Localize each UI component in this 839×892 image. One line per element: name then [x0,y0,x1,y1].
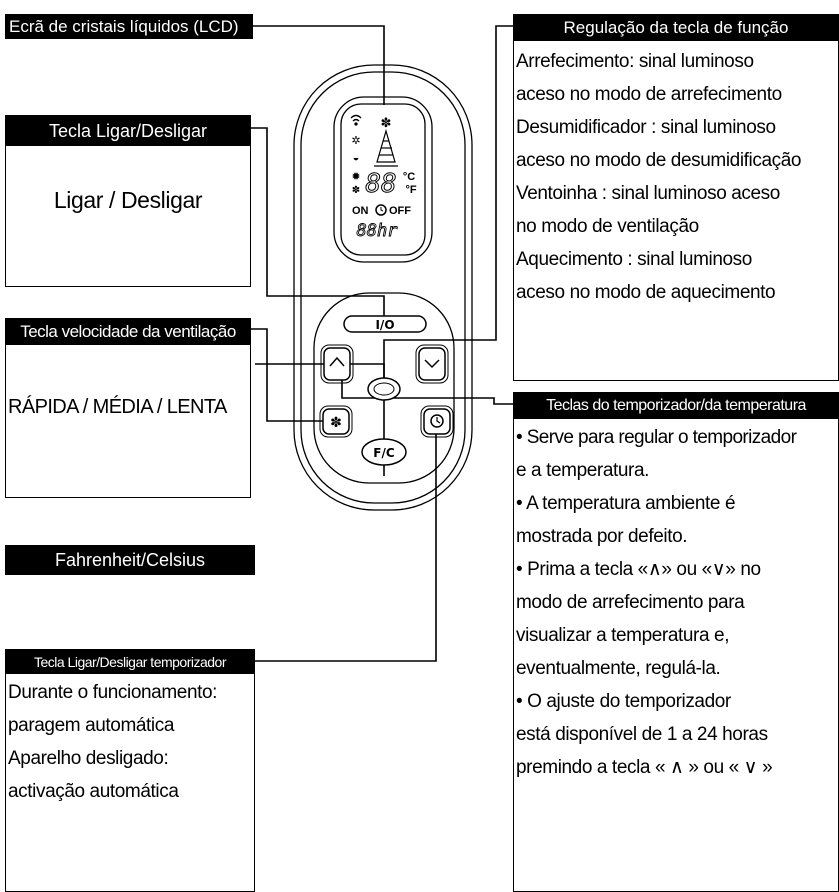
function-line: Arrefecimento: sinal luminoso [516,51,754,72]
function-button[interactable] [367,377,401,401]
lcd-off-label: OFF [389,205,411,217]
function-line: aceso no modo de aquecimento [516,282,776,303]
lcd-fahrenheit-unit: °F [405,184,416,196]
leader-function [383,25,513,380]
timer-onoff-line: Aparelho desligado: [8,748,169,769]
timer-temp-line: eventualmente, regulá-la. [516,658,721,679]
remote-body [293,64,473,511]
fan-speed-button[interactable]: ✽ [319,405,353,438]
leader-lcd [253,25,385,105]
function-callout-title: Regulação da tecla de função [514,15,838,41]
remote-outer-shell [293,64,473,511]
function-line: aceso no modo de arrefecimento [516,84,782,105]
up-arrow-icon [329,356,345,367]
lcd-screen [340,103,426,256]
power-button-label: I/O [375,318,394,332]
function-line: Desumidificador : sinal luminoso [516,117,776,138]
fan-speed-callout-box: Tecla velocidade da ventilação RÁPIDA / … [5,318,251,498]
timer-temp-line: • Serve para regular o temporizador [516,427,797,448]
power-callout-text: Ligar / Desligar [53,187,203,213]
fan-speed-callout-text: RÁPIDA / MÉDIA / LENTA [8,396,227,418]
fc-callout-title: Fahrenheit/Celsius [5,545,255,575]
clock-icon [430,414,444,428]
leader-fan-speed [251,328,323,422]
leader-power [251,127,385,316]
fan-icon: ✽ [330,414,342,430]
fan-speed-bars-icon [374,128,398,167]
timer-temp-callout-title: Teclas do temporizador/da temperatura [514,393,838,419]
timer-temp-line: e a temperatura. [516,460,650,481]
lcd-clock-icon [375,204,387,216]
down-arrow-icon [424,359,440,369]
lcd-icons: ✽ ✲ ◒ ✹ ✽ 88 °C °F ON OFF 88hr [350,114,417,241]
timer-onoff-line: paragem automática [8,715,175,736]
fan-speed-callout-title: Tecla velocidade da ventilação [6,319,250,345]
function-callout-box: Regulação da tecla de função Arrefecimen… [513,14,839,381]
fan-small-icon: ✽ [352,185,360,196]
lcd-callout-title: Ecrã de cristais líquidos (LCD) [5,14,253,39]
timer-temp-line: • Prima a tecla «∧» ou «∨» no [516,559,761,580]
remote-buttons: I/O ✽ F/C [319,315,454,466]
lcd-hours-readout: 88hr [357,221,399,241]
timer-temp-line: • A temperatura ambiente é [516,493,736,514]
lcd-bezel [333,96,433,263]
fc-button-label: F/C [373,446,395,460]
timer-temp-line: visualizar a temperatura e, [516,625,730,646]
function-line: aceso no modo de desumidificação [516,150,802,171]
power-callout-box: Tecla Ligar/Desligar Ligar / Desligar [5,115,251,287]
lcd-on-label: ON [352,205,369,217]
up-button[interactable] [320,344,354,384]
timer-temp-line: • O ajuste do temporizador [516,691,731,712]
power-callout-title: Tecla Ligar/Desligar [6,116,250,146]
fan-mode-icon: ✽ [381,115,392,130]
timer-temp-line: modo de arrefecimento para [516,592,745,613]
fc-button[interactable]: F/C [361,438,407,466]
timer-onoff-callout-box: Tecla Ligar/Desligar temporizador Durant… [5,649,255,892]
function-line: no modo de ventilação [516,216,699,237]
down-button[interactable] [415,344,449,384]
timer-temp-callout-box: Teclas do temporizador/da temperatura • … [513,392,839,892]
timer-temp-line: está disponível de 1 a 24 horas [516,724,768,745]
heat-mode-icon: ✹ [351,171,360,183]
function-line: Ventoinha : sinal luminoso aceso [516,183,780,204]
signal-icon [350,114,362,126]
function-line: Aquecimento : sinal luminoso [516,249,752,270]
leader-lines [251,25,513,662]
timer-button[interactable] [420,405,454,438]
leader-timer-temp [341,365,513,405]
button-panel [313,292,455,484]
timer-temp-line: premindo a tecla « ∧ » ou « ∨ » [516,757,773,778]
remote-inner-shell [300,71,466,504]
lcd-temp-digits: 88 [365,169,396,199]
timer-temp-line: mostrada por defeito. [516,526,688,547]
timer-onoff-line: activação automática [8,781,179,802]
power-button[interactable]: I/O [343,315,427,333]
cool-mode-icon: ✲ [351,135,360,147]
leader-timer-onoff [255,420,437,662]
timer-onoff-callout-title: Tecla Ligar/Desligar temporizador [6,650,254,674]
dry-mode-icon: ◒ [353,152,360,164]
lcd-celsius-unit: °C [403,171,415,183]
timer-onoff-line: Durante o funcionamento: [8,682,218,703]
